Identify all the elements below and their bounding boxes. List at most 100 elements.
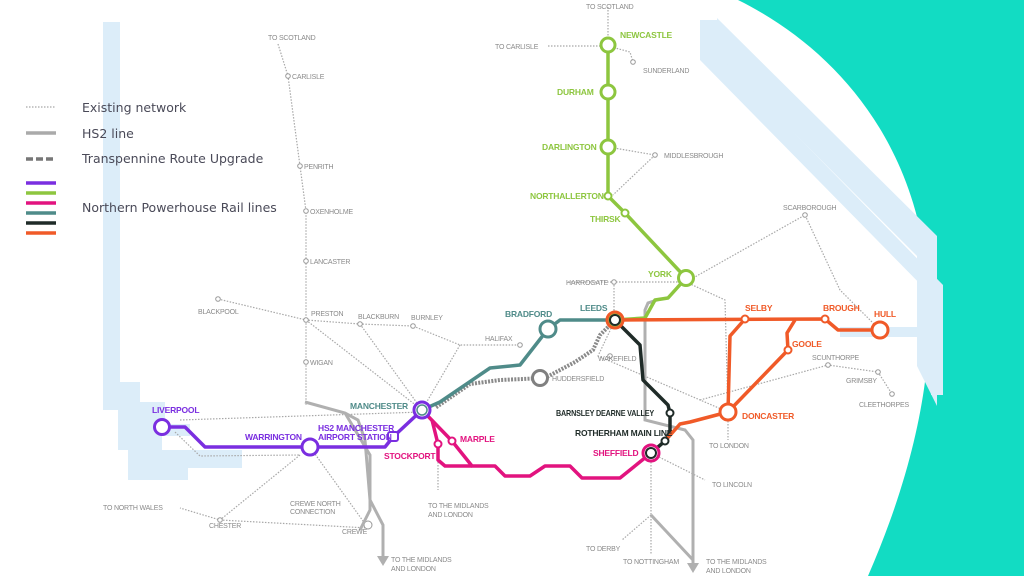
label-thirsk: THIRSK xyxy=(590,214,622,224)
teal-background-shape xyxy=(738,0,1024,576)
station-rotherham xyxy=(660,436,670,446)
label-middlesbrough: MIDDLESBROUGH xyxy=(664,153,723,160)
coastline-water xyxy=(103,18,943,480)
label-manchester: MANCHESTER xyxy=(350,401,408,411)
label-crewe: CREWE xyxy=(342,529,368,536)
label-wigan: WIGAN xyxy=(310,360,333,367)
station-barnsley xyxy=(665,408,675,418)
pink-stockport-branch xyxy=(430,419,472,468)
label-scunthorpe: SCUNTHORPE xyxy=(812,355,860,362)
label-cleethorpes: CLEETHORPES xyxy=(859,402,909,409)
label-crewe-north-1: CREWE NORTH xyxy=(290,501,341,508)
label-to-scotland-west: TO SCOTLAND xyxy=(268,35,316,42)
label-hs2-airport-2: AIRPORT STATION xyxy=(318,432,392,442)
label-to-midlands-c2: AND LONDON xyxy=(706,568,751,575)
green-line xyxy=(606,45,688,322)
pink-line xyxy=(420,408,653,480)
label-to-midlands-c1: TO THE MIDLANDS xyxy=(706,559,767,566)
hs2-arrows xyxy=(377,556,699,573)
label-hull: HULL xyxy=(874,309,896,319)
label-to-scotland-east: TO SCOTLAND xyxy=(586,4,634,11)
station-newcastle xyxy=(599,36,617,54)
label-durham: DURHAM xyxy=(557,87,594,97)
label-warrington: WARRINGTON xyxy=(245,432,302,442)
npr-stations xyxy=(153,36,890,463)
legend-existing-label: Existing network xyxy=(82,100,187,115)
station-durham xyxy=(599,83,617,101)
station-selby xyxy=(740,314,750,324)
station-marple xyxy=(447,436,457,446)
orange-line xyxy=(614,317,880,332)
label-leeds: LEEDS xyxy=(580,303,608,313)
label-harrogate: HARROGATE xyxy=(566,280,609,287)
label-newcastle: NEWCASTLE xyxy=(620,30,673,40)
label-oxenholme: OXENHOLME xyxy=(310,209,353,216)
transpennine-route-upgrade-line xyxy=(433,318,617,410)
label-scarborough: SCARBOROUGH xyxy=(783,205,837,212)
label-northallerton: NORTHALLERTON xyxy=(530,191,604,201)
label-doncaster: DONCASTER xyxy=(742,411,794,421)
label-sunderland: SUNDERLAND xyxy=(643,68,689,75)
label-goole: GOOLE xyxy=(792,339,822,349)
label-penrith: PENRITH xyxy=(304,164,333,171)
label-stockport: STOCKPORT xyxy=(384,451,436,461)
orange-selby-doncaster xyxy=(726,317,747,413)
label-to-midlands-a1: TO THE MIDLANDS xyxy=(428,503,489,510)
label-to-nottingham: TO NOTTINGHAM xyxy=(623,559,679,566)
label-grimsby: GRIMSBY xyxy=(846,378,877,385)
label-blackburn: BLACKBURN xyxy=(358,314,399,321)
label-bradford: BRADFORD xyxy=(505,309,552,319)
label-huddersfield: HUDDERSFIELD xyxy=(552,376,604,383)
label-to-midlands-b2: AND LONDON xyxy=(391,566,436,573)
station-goole xyxy=(783,345,793,355)
label-burnley: BURNLEY xyxy=(411,315,443,322)
label-carlisle: CARLISLE xyxy=(292,74,325,81)
orange-goole-doncaster xyxy=(726,319,797,414)
station-york xyxy=(677,269,695,287)
station-northallerton xyxy=(603,191,613,201)
station-warrington xyxy=(300,437,320,457)
station-brough xyxy=(820,314,830,324)
station-darlington xyxy=(599,138,617,156)
station-huddersfield xyxy=(531,369,549,387)
place-labels: TO SCOTLAND CARLISLE PENRITH OXENHOLME L… xyxy=(103,4,910,575)
label-to-midlands-a2: AND LONDON xyxy=(428,512,473,519)
legend-tru-label: Transpennine Route Upgrade xyxy=(81,151,264,166)
station-liverpool xyxy=(153,418,171,436)
label-selby: SELBY xyxy=(745,303,773,313)
label-to-midlands-b1: TO THE MIDLANDS xyxy=(391,557,452,564)
label-rotherham: ROTHERHAM MAIN LINE xyxy=(575,428,673,438)
station-stockport xyxy=(433,439,443,449)
label-to-carlisle: TO CARLISLE xyxy=(495,44,539,51)
teal-line xyxy=(421,318,615,412)
label-brough: BROUGH xyxy=(823,303,860,313)
label-barnsley: BARNSLEY DEARNE VALLEY xyxy=(556,408,654,418)
existing-stations xyxy=(215,59,895,530)
label-halifax: HALIFAX xyxy=(485,336,513,343)
npr-station-labels: NEWCASTLE DURHAM DARLINGTON NORTHALLERTO… xyxy=(152,30,896,461)
label-lancaster: LANCASTER xyxy=(310,259,350,266)
station-hull xyxy=(870,320,890,340)
label-marple: MARPLE xyxy=(460,434,495,444)
legend-npr-label: Northern Powerhouse Rail lines xyxy=(82,200,277,215)
station-thirsk xyxy=(620,208,630,218)
label-hs2-airport-1: HS2 MANCHESTER xyxy=(318,423,394,433)
label-to-lincoln: TO LINCOLN xyxy=(712,482,752,489)
label-to-north-wales: TO NORTH WALES xyxy=(103,505,163,512)
station-doncaster xyxy=(718,402,738,422)
label-crewe-north-2: CONNECTION xyxy=(290,509,335,516)
label-chester: CHESTER xyxy=(209,523,241,530)
hs2-lines xyxy=(304,297,695,565)
label-wakefield: WAKEFIELD xyxy=(598,356,637,363)
label-to-derby: TO DERBY xyxy=(586,546,621,553)
label-to-london: TO LONDON xyxy=(709,443,749,450)
label-liverpool: LIVERPOOL xyxy=(152,405,199,415)
legend-npr-swatches xyxy=(26,181,56,235)
orange-doncaster-rotherham xyxy=(663,410,729,443)
station-bradford xyxy=(538,319,558,339)
station-hs2-airport xyxy=(387,431,399,442)
label-blackpool: BLACKPOOL xyxy=(198,309,239,316)
label-sheffield: SHEFFIELD xyxy=(593,448,638,458)
label-york: YORK xyxy=(648,269,673,279)
